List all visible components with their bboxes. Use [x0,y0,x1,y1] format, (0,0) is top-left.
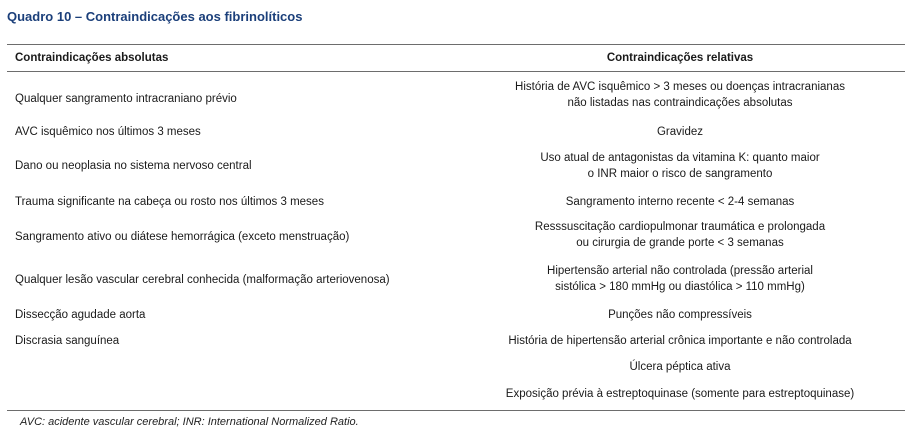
relativa-row-5: Resssuscitação cardiopulmonar traumática… [480,219,880,251]
top-rule [7,44,905,45]
relativa-row-1-line-1: História de AVC isquêmico > 3 meses ou d… [515,81,845,93]
absoluta-row-2: AVC isquêmico nos últimos 3 meses [15,126,201,138]
absoluta-row-6: Qualquer lesão vascular cerebral conheci… [15,274,390,286]
header-absolutas: Contraindicações absolutas [15,52,169,64]
header-rule [7,71,905,72]
absoluta-row-4: Trauma significante na cabeça ou rosto n… [15,196,324,208]
relativa-row-2: Gravidez [480,124,880,140]
relativa-row-9-line-1: Úlcera péptica ativa [629,361,731,373]
table-title: Quadro 10 – Contraindicações aos fibrino… [7,9,302,24]
relativa-row-1-line-2: não listadas nas contraindicações absolu… [567,97,793,109]
relativa-row-3-line-1: Uso atual de antagonistas da vitamina K:… [540,152,820,164]
table-title-text: – Contraindicações aos fibrinolíticos [71,9,303,24]
relativa-row-4-line-1: Sangramento interno recente < 2-4 semana… [565,196,795,208]
relativa-row-6: Hipertensão arterial não controlada (pre… [480,263,880,295]
relativa-row-9: Úlcera péptica ativa [480,359,880,375]
bottom-rule [7,410,905,411]
relativa-row-5-line-2: ou cirurgia de grande porte < 3 semanas [576,237,784,249]
relativa-row-6-line-1: Hipertensão arterial não controlada (pre… [547,265,813,277]
relativa-row-8-line-1: História de hipertensão arterial crônica… [508,335,852,347]
relativa-row-2-line-1: Gravidez [656,126,704,138]
absoluta-row-3: Dano ou neoplasia no sistema nervoso cen… [15,160,252,172]
absoluta-row-5: Sangramento ativo ou diátese hemorrágica… [15,231,350,243]
absoluta-row-8: Discrasia sanguínea [15,335,120,347]
relativa-row-3-line-2: o INR maior o risco de sangramento [587,168,773,180]
relativa-row-10-line-1: Exposição prévia à estreptoquinase (some… [505,388,855,400]
relativa-row-7: Punções não compressíveis [480,307,880,323]
absoluta-row-7: Dissecção agudade aorta [15,309,146,321]
header-relativas: Contraindicações relativas [606,52,754,64]
relativa-row-5-line-1: Resssuscitação cardiopulmonar traumática… [534,221,826,233]
relativa-row-8: História de hipertensão arterial crônica… [480,333,880,349]
relativa-row-1: História de AVC isquêmico > 3 meses ou d… [480,79,880,111]
relativa-row-3: Uso atual de antagonistas da vitamina K:… [480,150,880,182]
footnote: AVC: acidente vascular cerebral; INR: In… [20,416,359,428]
relativa-row-6-line-2: sistólica > 180 mmHg ou diastólica > 110… [555,281,805,293]
table-number: Quadro 10 [7,9,72,24]
relativa-row-7-line-1: Punções não compressíveis [608,309,752,321]
absoluta-row-1: Qualquer sangramento intracraniano prévi… [15,93,237,105]
relativa-row-10: Exposição prévia à estreptoquinase (some… [480,386,880,402]
relativa-row-4: Sangramento interno recente < 2-4 semana… [480,194,880,210]
